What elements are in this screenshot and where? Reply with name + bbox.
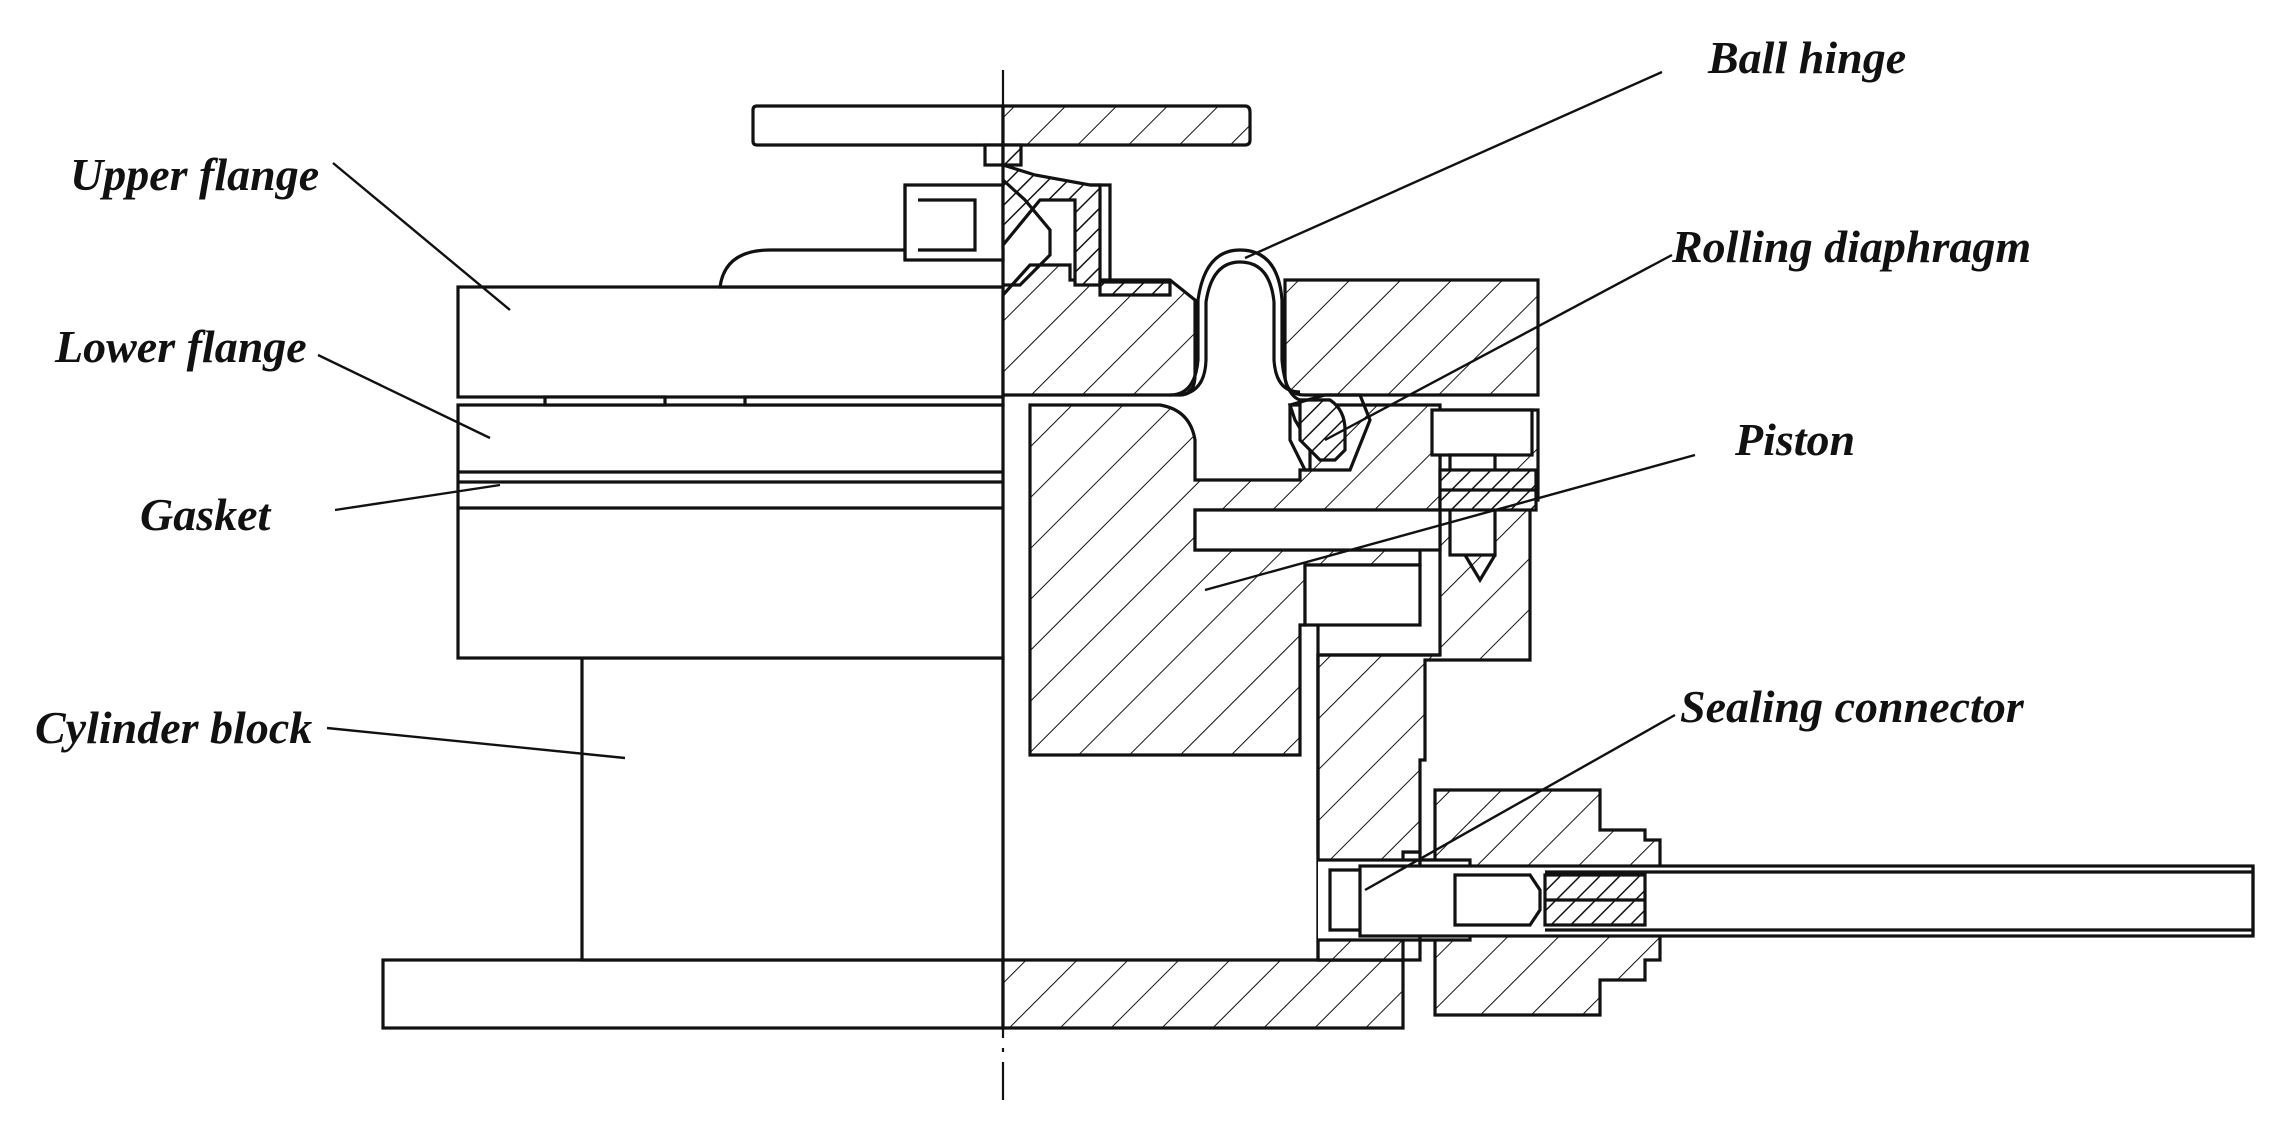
label-ball-hinge: Ball hinge <box>1707 32 1906 83</box>
leader-ball-hinge <box>1244 70 1663 260</box>
label-sealing-connector: Sealing connector <box>1680 681 2025 732</box>
leader-rolling-diaphragm <box>1324 253 1673 442</box>
label-lower-flange: Lower flange <box>54 321 307 372</box>
lower-flange <box>456 403 1005 660</box>
leader-lines <box>317 70 1696 892</box>
leader-piston <box>1204 453 1696 592</box>
leader-upper-flange <box>332 162 511 311</box>
diaphragm-clamp-ring <box>1288 393 1372 472</box>
leader-gasket <box>334 483 501 512</box>
sealing-connector <box>1318 788 2255 1017</box>
leader-sealing-connector <box>1364 713 1676 892</box>
base-plate <box>381 958 1405 1030</box>
label-cylinder-block: Cylinder block <box>35 702 312 753</box>
label-rolling-diaphragm: Rolling diaphragm <box>1671 221 2031 272</box>
leader-lower-flange <box>317 353 491 440</box>
label-upper-flange: Upper flange <box>70 149 319 200</box>
label-gasket: Gasket <box>140 489 272 540</box>
label-piston: Piston <box>1734 414 1855 465</box>
flange-bolt <box>1430 408 1538 584</box>
upper-flange <box>456 248 1005 407</box>
leader-cylinder-block <box>326 726 626 760</box>
rolling-diaphragm <box>1169 248 1330 402</box>
ball-hinge <box>751 104 1252 297</box>
